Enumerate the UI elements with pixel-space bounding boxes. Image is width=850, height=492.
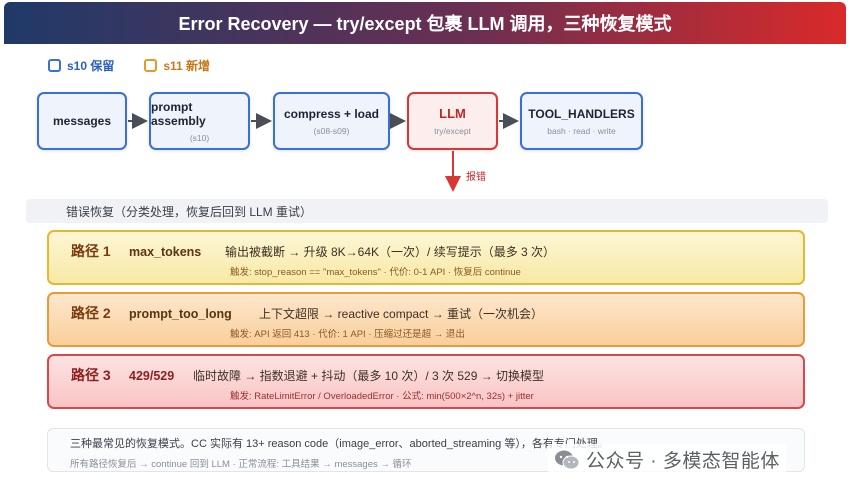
node-subtitle: bash · read · write <box>547 125 616 136</box>
node-title: compress + load <box>283 106 380 121</box>
legend-swatch-s11 <box>144 59 158 72</box>
node-subtitle: (s08-s09) <box>313 125 350 136</box>
node-title: LLM <box>439 106 466 121</box>
recovery-path-3: 路径 3 429/529 临时故障 → 指数退避 + 抖动（最多 10 次）/ … <box>47 354 805 409</box>
diagram-title: Error Recovery — try/except 包裹 LLM 调用，三种… <box>4 2 846 44</box>
section-title: 错误恢复（分类处理，恢复后回到 LLM 重试） <box>66 204 313 219</box>
path-label: 路径 3 <box>71 367 111 383</box>
node-title: TOOL_HANDLERS <box>528 106 635 121</box>
error-arrow-label: 报错 <box>466 172 486 183</box>
node-llm: LLM try/except <box>407 92 498 150</box>
node-subtitle: try/except <box>434 126 471 136</box>
node-tool-handlers: TOOL_HANDLERS bash · read · write <box>520 92 643 150</box>
legend: s10 保留 s11 新增 <box>48 57 210 74</box>
path-detail: 触发: stop_reason == "max_tokens" · 代价: 0-… <box>230 267 521 278</box>
node-messages: messages <box>37 92 127 150</box>
footnote-line-1: 三种最常见的恢复模式。CC 实际有 13+ reason code（image_… <box>70 438 609 450</box>
recovery-path-1: 路径 1 max_tokens 输出被截断 → 升级 8K→64K（一次）/ 续… <box>47 230 805 285</box>
path-description: 临时故障 → 指数退避 + 抖动（最多 10 次）/ 3 次 529 → 切换模… <box>193 369 545 383</box>
node-title: prompt assembly <box>151 99 206 128</box>
footnote-line-2: 所有路径恢复后 → continue 回到 LLM · 正常流程: 工具结果 →… <box>70 459 412 470</box>
path-description: 上下文超限 → reactive compact → 重试（一次机会） <box>259 307 544 321</box>
legend-swatch-s10 <box>48 59 61 72</box>
path-label: 路径 2 <box>71 305 111 321</box>
watermark-text: 公众号 · 多模态智能体 <box>586 451 780 472</box>
path-detail: 触发: RateLimitError / OverloadedError · 公… <box>230 391 534 402</box>
node-subtitle: (s10) <box>189 132 210 143</box>
path-detail: 触发: API 返回 413 · 代价: 1 API · 压缩过还是超 → 退出 <box>230 329 465 340</box>
diagram-title-text: Error Recovery — try/except 包裹 LLM 调用，三种… <box>178 14 672 34</box>
legend-label-s11: s11 新增 <box>163 59 211 73</box>
node-prompt-assembly: prompt assembly (s10) <box>149 92 250 150</box>
node-title: messages <box>52 114 112 128</box>
recovery-path-2: 路径 2 prompt_too_long 上下文超限 → reactive co… <box>47 292 805 347</box>
watermark: 公众号 · 多模态智能体 <box>548 444 786 475</box>
legend-item-s10: s10 保留 <box>48 57 114 74</box>
path-name: max_tokens <box>129 245 202 259</box>
path-description: 输出被截断 → 升级 8K→64K（一次）/ 续写提示（最多 3 次） <box>225 245 556 259</box>
legend-item-s11: s11 新增 <box>144 57 210 74</box>
pipeline-arrows <box>128 113 519 192</box>
error-recovery-section-header: 错误恢复（分类处理，恢复后回到 LLM 重试） <box>26 199 828 223</box>
node-compress-load: compress + load (s08-s09) <box>273 92 390 150</box>
wechat-icon <box>555 450 580 469</box>
path-label: 路径 1 <box>71 243 111 259</box>
legend-label-s10: s10 保留 <box>67 59 115 73</box>
path-name: 429/529 <box>129 369 175 383</box>
path-name: prompt_too_long <box>129 307 232 321</box>
